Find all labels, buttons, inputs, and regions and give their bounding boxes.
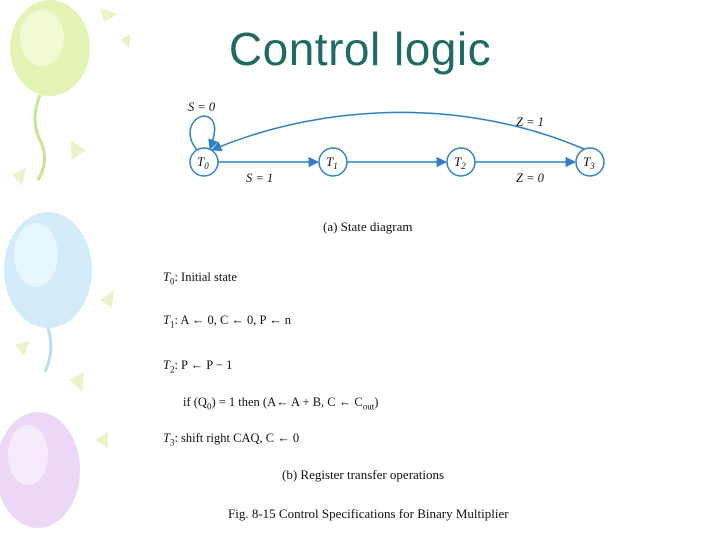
confetti-shapes — [12, 8, 130, 448]
op-if: if (Q0) = 1 then (A← A + B, C ← Cout) — [183, 395, 379, 412]
state-t1-label: T1 — [326, 154, 338, 171]
register-transfer-caption: (b) Register transfer operations — [282, 467, 445, 482]
purple-balloon — [0, 412, 80, 528]
label-t3-t0: Z = 1 — [516, 115, 544, 129]
edge-t3-t0 — [211, 111, 585, 152]
op-t2: T2: P ← P − 1 — [163, 358, 233, 375]
green-balloon — [10, 0, 90, 181]
op-t1: T1: A ← 0, C ← 0, P ← n — [163, 313, 292, 330]
figure-caption: Fig. 8-15 Control Specifications for Bin… — [228, 506, 509, 521]
state-diagram-caption: (a) State diagram — [323, 219, 413, 234]
blue-balloon — [4, 212, 92, 373]
op-t0: T0: Initial state — [163, 270, 237, 287]
balloon-decoration — [0, 0, 130, 528]
op-t3: T3: shift right CAQ, C ← 0 — [163, 431, 300, 448]
edge-self-loop — [189, 115, 219, 151]
slide-title: Control logic — [228, 23, 492, 75]
label-t0-t1: S = 1 — [246, 171, 273, 185]
label-t2-t3: Z = 0 — [516, 171, 545, 185]
label-self-loop: S = 0 — [188, 100, 216, 114]
